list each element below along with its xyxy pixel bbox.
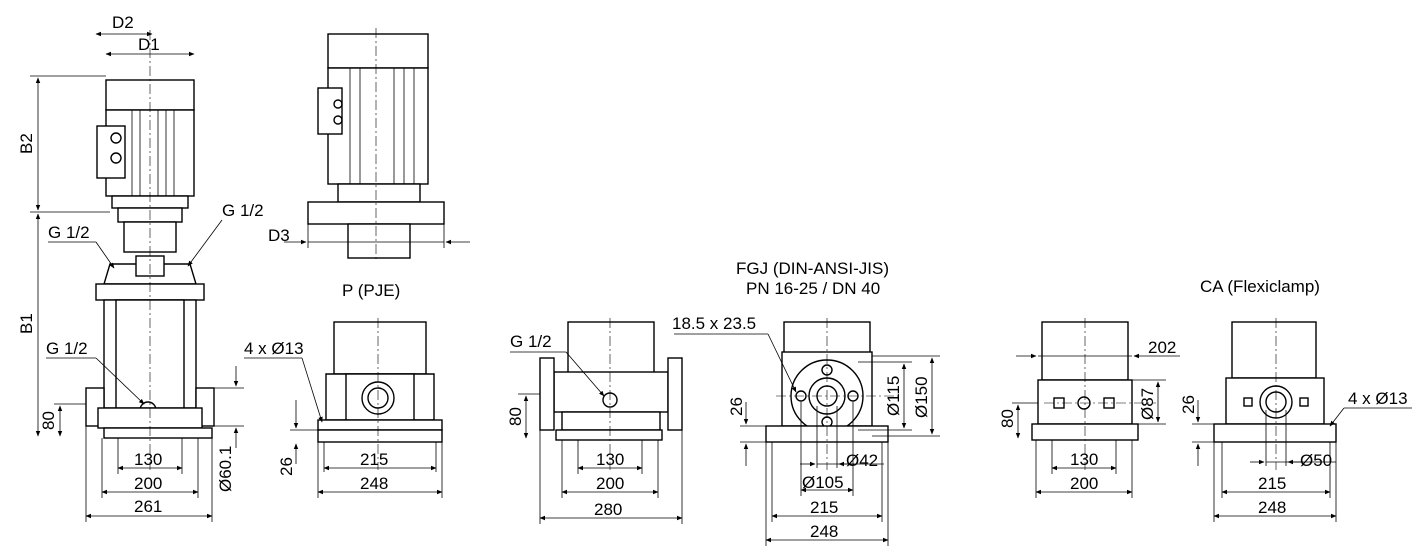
dim-d50: Ø50 — [1300, 451, 1332, 470]
caption-ca: CA (Flexiclamp) — [1200, 277, 1320, 296]
motor-top-cover — [327, 33, 429, 69]
dim-d42: Ø42 — [846, 451, 878, 470]
dim-130: 130 — [596, 450, 624, 469]
caption-p-pje: P (PJE) — [342, 281, 400, 300]
pump-body — [1225, 377, 1325, 425]
dim-215: 215 — [810, 498, 838, 517]
dim-80: 80 — [39, 411, 58, 430]
dim-200: 200 — [1070, 474, 1098, 493]
dim-200: 200 — [596, 474, 624, 493]
dim-215: 215 — [1258, 474, 1286, 493]
dim-202: 202 — [1148, 338, 1176, 357]
label-g-inlet: G 1/2 — [46, 339, 88, 358]
main-pump-view: D2 D1 B2 B1 G 1/2 G 1/2 G 1/2 80 Ø60.1 1… — [17, 13, 264, 522]
label-g-top-left: G 1/2 — [48, 223, 90, 242]
base-plate — [317, 429, 443, 443]
dim-d87: Ø87 — [1138, 388, 1157, 420]
flange-left — [539, 357, 555, 431]
dim-130: 130 — [134, 450, 162, 469]
cable-gland-icon — [110, 132, 122, 144]
motor-body — [327, 67, 429, 185]
dim-26: 26 — [1179, 395, 1198, 414]
label-holes: 4 x Ø13 — [1348, 389, 1408, 408]
dim-26: 26 — [727, 397, 746, 416]
ca-side-view: CA (Flexiclamp) 202 Ø87 80 130 200 — [998, 277, 1320, 498]
motor-side-view: D3 — [268, 28, 470, 262]
terminal-box — [96, 125, 126, 179]
dim-d3: D3 — [268, 226, 290, 245]
caption-fgj-line1: FGJ (DIN-ANSI-JIS) — [736, 259, 889, 278]
dim-d115: Ø115 — [884, 376, 903, 416]
base-plate — [1213, 423, 1337, 443]
dim-d60: Ø60.1 — [216, 446, 235, 492]
cable-gland-icon — [333, 115, 343, 125]
dim-b1: B1 — [17, 313, 36, 334]
base-plate — [555, 429, 663, 441]
dim-b2: B2 — [17, 133, 36, 154]
dim-26: 26 — [277, 457, 296, 476]
label-slot: 18.5 x 23.5 — [672, 314, 756, 333]
label-g-top-right: G 1/2 — [222, 201, 264, 220]
pump-body — [553, 371, 669, 413]
dim-248: 248 — [1258, 498, 1286, 517]
label-g: G 1/2 — [510, 332, 552, 351]
cable-gland-icon — [333, 99, 343, 109]
caption-fgj-line2: PN 16-25 / DN 40 — [746, 279, 880, 298]
dim-200: 200 — [134, 474, 162, 493]
cable-gland-icon — [110, 152, 122, 164]
dim-d1: D1 — [138, 35, 160, 54]
dim-248: 248 — [360, 474, 388, 493]
p-pje-view: P (PJE) 4 x Ø13 26 215 248 — [244, 281, 443, 498]
dim-261: 261 — [134, 497, 162, 516]
dim-80: 80 — [506, 407, 525, 426]
dim-280: 280 — [594, 500, 622, 519]
dim-d2: D2 — [112, 13, 134, 32]
label-holes: 4 x Ø13 — [244, 339, 304, 358]
fgj-side-view: FGJ (DIN-ANSI-JIS) PN 16-25 / DN 40 G 1/… — [506, 259, 889, 524]
dim-d105: Ø105 — [802, 473, 844, 492]
fgj-front-view: 18.5 x 23.5 26 Ø115 Ø150 Ø42 Ø105 215 — [672, 314, 940, 546]
dim-d150: Ø150 — [912, 376, 931, 418]
ca-front-view: 26 4 x Ø13 Ø50 215 248 — [1179, 318, 1412, 522]
dim-215: 215 — [360, 450, 388, 469]
flange-right — [667, 357, 683, 431]
dim-130: 130 — [1070, 450, 1098, 469]
dim-248: 248 — [810, 522, 838, 541]
terminal-box — [317, 87, 343, 135]
dim-80: 80 — [998, 409, 1017, 428]
